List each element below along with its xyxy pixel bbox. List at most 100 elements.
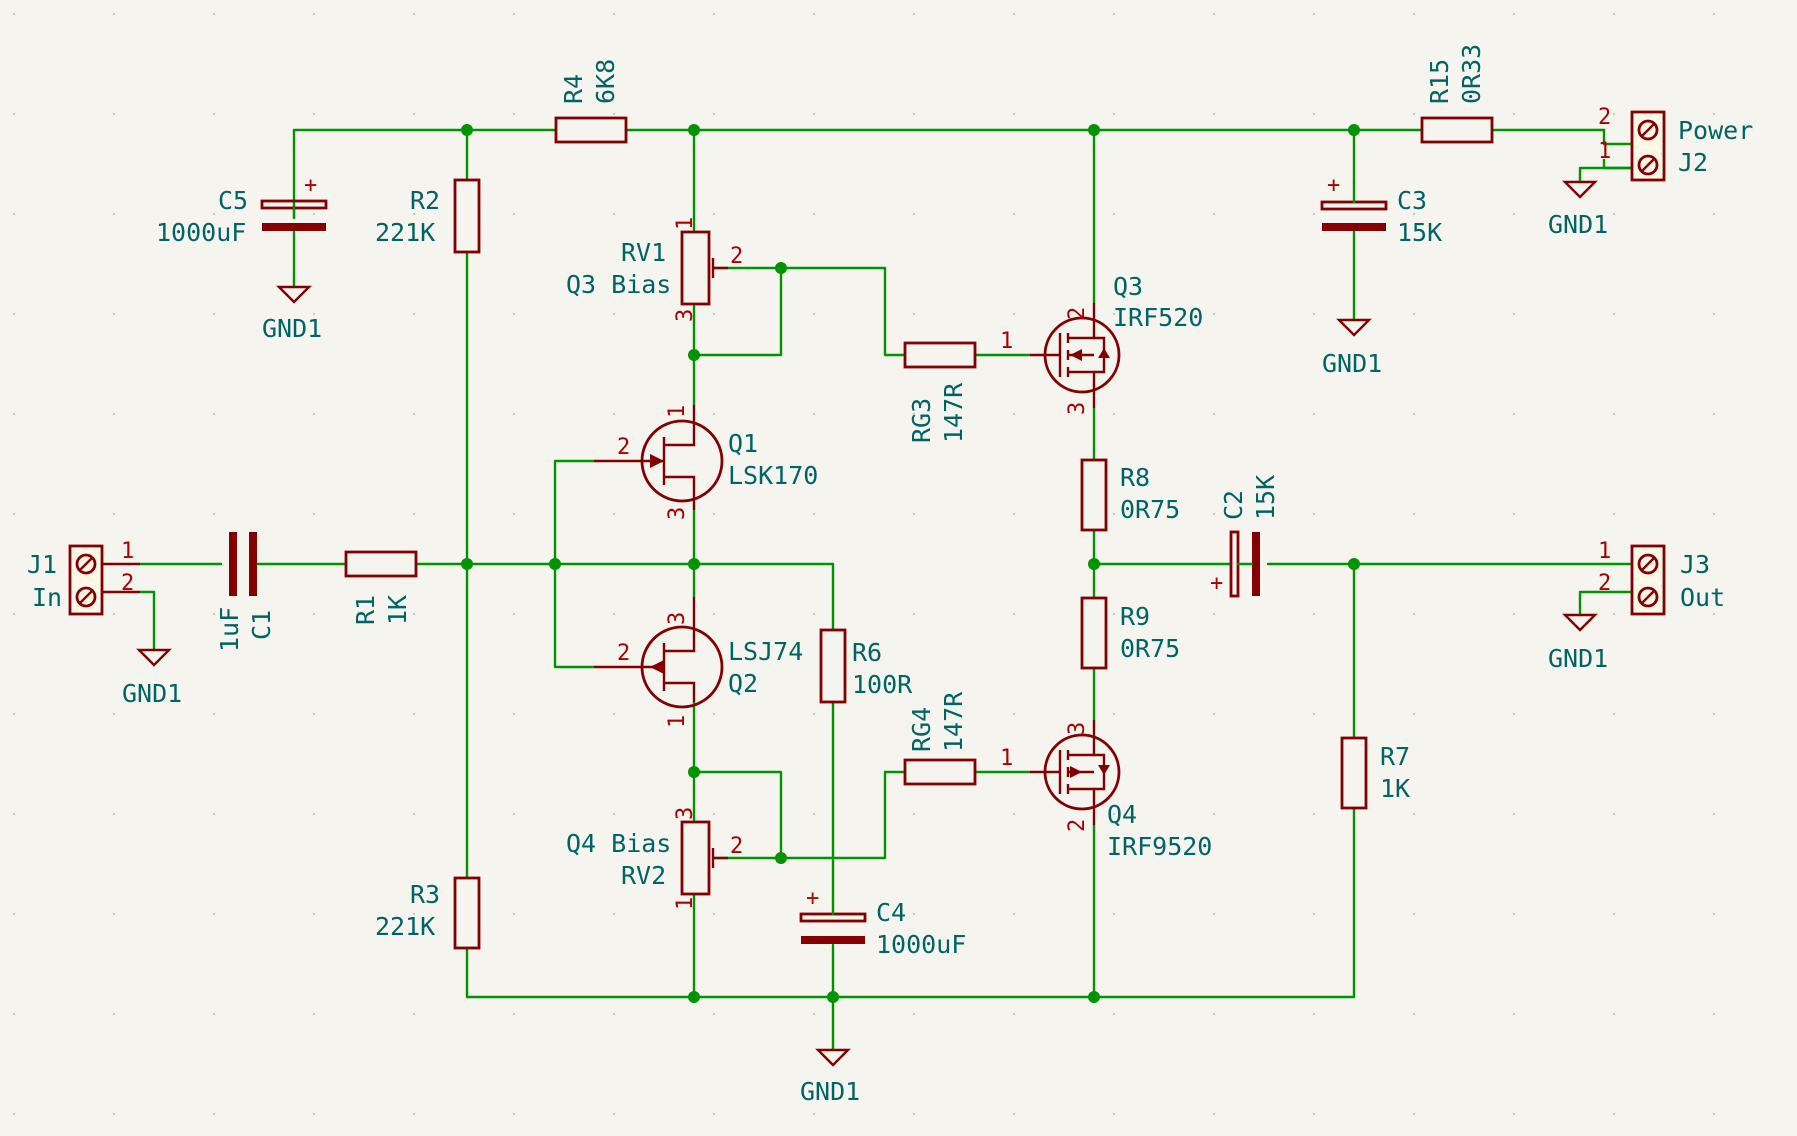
pin-number: 2 <box>1065 819 1090 832</box>
r4-value: 6K8 <box>591 59 620 104</box>
j1-value: In <box>32 583 62 612</box>
capacitor-c5: + C5 1000uF <box>156 173 328 247</box>
jfet-q1: 1 2 3 Q1 LSK170 <box>594 405 818 520</box>
grid-dots <box>12 12 1716 1116</box>
q1-ref: Q1 <box>728 429 758 458</box>
q2-ref: Q2 <box>728 669 758 698</box>
jfet-q2: 3 2 1 LSJ74 Q2 <box>594 597 803 728</box>
pin-number: 1 <box>665 715 690 728</box>
c4-value: 1000uF <box>876 930 966 959</box>
c1-ref: C1 <box>247 610 276 640</box>
r4-ref: R4 <box>559 74 588 104</box>
resistor-r7: R7 1K <box>1340 736 1410 810</box>
ground-label: GND1 <box>1548 210 1608 239</box>
c3-ref: C3 <box>1397 186 1427 215</box>
ground-symbol: GND1 <box>1548 180 1608 239</box>
ground-label: GND1 <box>1322 349 1382 378</box>
ground-symbol: GND1 <box>1322 318 1382 378</box>
pin-number: 1 <box>673 897 698 910</box>
resistor-r3: R3 221K <box>375 876 481 950</box>
q4-ref: Q4 <box>1107 800 1137 829</box>
pin-number: 2 <box>1598 571 1611 596</box>
pin-number: 2 <box>121 571 134 596</box>
r8-ref: R8 <box>1120 463 1150 492</box>
q4-value: IRF9520 <box>1107 832 1212 861</box>
r9-value: 0R75 <box>1120 634 1180 663</box>
r1-ref: R1 <box>351 595 380 625</box>
pin-number: 2 <box>617 641 630 666</box>
resistor-r9: R9 0R75 <box>1080 596 1180 670</box>
pin-number: 1 <box>665 405 690 418</box>
pin-number: 1 <box>1598 139 1611 164</box>
polarity-mark: + <box>806 886 819 911</box>
r2-value: 221K <box>375 218 435 247</box>
ground-symbol: GND1 <box>262 285 322 343</box>
ground-symbol: GND1 <box>800 1048 860 1106</box>
ground-label: GND1 <box>262 314 322 343</box>
pin-number: 1 <box>1000 329 1013 354</box>
resistor-r1: R1 1K <box>344 550 418 625</box>
pin-number: 2 <box>1065 307 1090 320</box>
connector-j3: 1 2 J3 Out <box>1598 539 1725 616</box>
rg3-ref: RG3 <box>907 398 936 443</box>
pin-number: 1 <box>1000 746 1013 771</box>
resistor-r15: R15 0R33 <box>1420 44 1494 144</box>
r6-value: 100R <box>852 670 913 699</box>
rg4-value: 147R <box>939 691 968 752</box>
c5-value: 1000uF <box>156 218 246 247</box>
q1-value: LSK170 <box>728 461 818 490</box>
j3-value: Out <box>1680 583 1725 612</box>
q2-value: LSJ74 <box>728 637 803 666</box>
connector-j2: 2 1 Power J2 <box>1598 105 1753 182</box>
r7-value: 1K <box>1380 774 1410 803</box>
pin-number: 3 <box>673 309 698 322</box>
c2-ref: C2 <box>1219 490 1248 520</box>
r15-ref: R15 <box>1425 59 1454 104</box>
pin-number: 1 <box>673 217 698 230</box>
r2-ref: R2 <box>410 186 440 215</box>
r3-ref: R3 <box>410 880 440 909</box>
pin-number: 3 <box>1065 402 1090 415</box>
c3-value: 15K <box>1397 218 1442 247</box>
r8-value: 0R75 <box>1120 495 1180 524</box>
resistor-r2: R2 221K <box>375 178 481 254</box>
rv2-ref: RV2 <box>621 861 666 890</box>
pin-number: 1 <box>121 539 134 564</box>
q3-value: IRF520 <box>1113 303 1203 332</box>
pin-number: 2 <box>730 244 743 269</box>
ground-label: GND1 <box>122 679 182 708</box>
polarity-mark: + <box>1210 571 1223 596</box>
pin-number: 3 <box>673 807 698 820</box>
polarity-mark: + <box>304 173 317 198</box>
connector-j1: 1 2 J1 In <box>27 539 140 616</box>
c1-value: 1uF <box>215 607 244 652</box>
c4-ref: C4 <box>876 898 906 927</box>
c2-value: 15K <box>1251 475 1280 520</box>
r9-ref: R9 <box>1120 602 1150 631</box>
ground-symbol: GND1 <box>122 648 182 708</box>
resistor-r8: R8 0R75 <box>1080 458 1180 532</box>
capacitor-c3: + C3 15K <box>1320 173 1442 247</box>
rv1-ref: RV1 <box>621 238 666 267</box>
pin-number: 2 <box>1598 105 1611 130</box>
ground-label: GND1 <box>1548 644 1608 673</box>
q3-ref: Q3 <box>1113 272 1143 301</box>
j3-ref: J3 <box>1680 550 1710 579</box>
resistor-r6: R6 100R <box>819 628 913 704</box>
j2-value: Power <box>1678 116 1753 145</box>
junctions <box>461 124 1360 1003</box>
mosfet-q4: 3 2 Q4 IRF9520 <box>1030 720 1212 861</box>
pin-number: 3 <box>1065 722 1090 735</box>
rg4-ref: RG4 <box>907 707 936 752</box>
pin-number: 2 <box>730 834 743 859</box>
rv1-value: Q3 Bias <box>566 270 671 299</box>
r1-value: 1K <box>383 595 412 625</box>
resistor-rg3: RG3 147R 1 <box>903 329 1013 443</box>
ground-label: GND1 <box>800 1077 860 1106</box>
potentiometer-rv2: 3 2 1 Q4 Bias RV2 <box>566 807 743 910</box>
mosfet-q3: 2 3 Q3 IRF520 <box>1030 272 1203 415</box>
r15-value: 0R33 <box>1457 44 1486 104</box>
capacitor-c4: + C4 1000uF <box>799 886 966 959</box>
j1-ref: J1 <box>27 550 57 579</box>
